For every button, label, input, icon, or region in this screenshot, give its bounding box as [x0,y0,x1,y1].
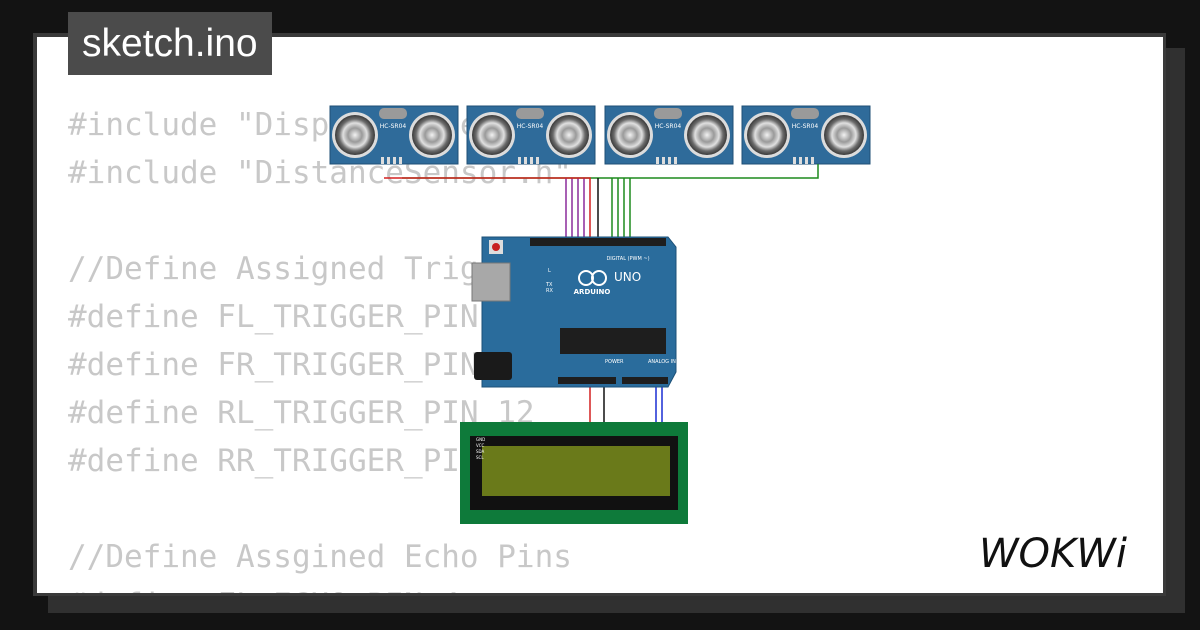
sensor-label: HC-SR04 [655,123,682,130]
analog-header [622,377,668,384]
ultrasonic-sensor-2[interactable]: HC-SR04 [466,105,596,165]
wokwi-logo: WOKWi [979,531,1127,577]
lcd-1602-display[interactable]: GND VCC SDA SCL [460,422,688,524]
lcd-pin-gnd: GND [476,437,485,442]
digital-label: DIGITAL (PWM ~) [606,256,649,262]
board-model: UNO [614,270,641,284]
lcd-pin-sda: SDA [476,449,485,454]
code-line: //Define Assgined Echo Pins [68,539,572,575]
sensor-label: HC-SR04 [792,123,819,130]
board-brand: ARDUINO [574,288,611,296]
file-tab[interactable]: sketch.ino [68,12,272,75]
analog-label: ANALOG IN [648,359,676,365]
lcd-pin-vcc: VCC [476,443,485,448]
power-jack [474,352,512,380]
lcd-screen [482,446,670,496]
arduino-uno-board[interactable]: DIGITAL (PWM ~) UNO ARDUINO L TX RX ON P… [471,236,691,388]
code-line: #define RL_TRIGGER_PIN 12 [68,395,535,431]
frame-shadow-right [1166,48,1185,613]
ultrasonic-sensor-3[interactable]: HC-SR04 [604,105,734,165]
code-line: #define RR_TRIGGER_PIN 13 [68,443,535,479]
power-header [558,377,616,384]
ultrasonic-sensor-4[interactable]: HC-SR04 [741,105,871,165]
sensor-label: HC-SR04 [517,123,544,130]
wokwi-logo-text: WOKWi [979,531,1127,577]
led-label-l: L [548,268,551,274]
code-line: #define FR_TRIGGER_PIN 9 [68,347,516,383]
on-label: ON [683,282,691,288]
lcd-pin-scl: SCL [476,455,484,460]
sensor-label: HC-SR04 [380,123,407,130]
microcontroller-chip [560,328,666,354]
frame-shadow-bottom [48,596,1185,613]
usb-port [471,262,511,302]
ultrasonic-sensor-1[interactable]: HC-SR04 [329,105,459,165]
wire-bus-green [402,164,819,179]
led-label-rx: RX [546,288,553,294]
code-line: #define FL_ECHO_PIN 4 [68,581,628,593]
power-label: POWER [605,359,624,365]
led-label-tx: TX [545,282,553,288]
digital-header [530,238,666,246]
